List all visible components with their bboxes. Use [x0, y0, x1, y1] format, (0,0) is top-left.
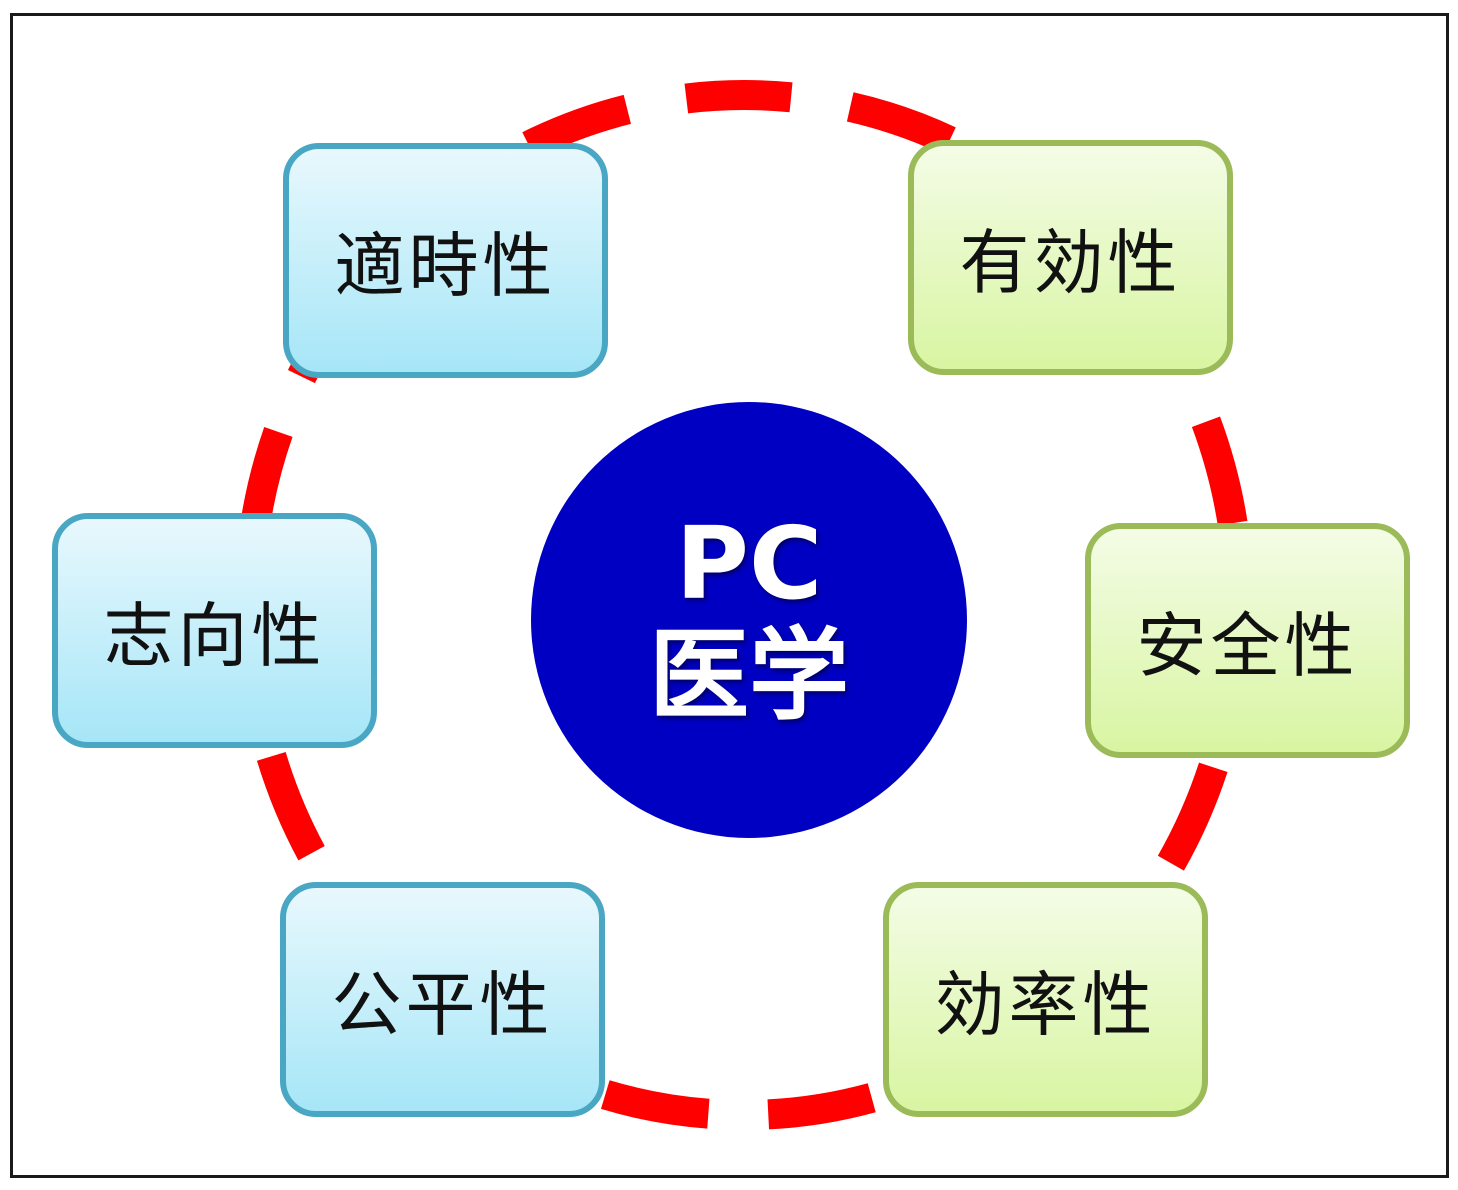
node-equity: 公平性 [280, 882, 605, 1117]
node-orientation: 志向性 [52, 513, 377, 748]
node-timeliness: 適時性 [283, 143, 608, 378]
node-label: 有効性 [959, 222, 1182, 304]
center-circle: PC 医学 [531, 402, 967, 838]
center-title-line2: 医学 [649, 617, 849, 734]
node-safety: 安全性 [1085, 523, 1410, 758]
center-title-line1: PC [675, 505, 823, 622]
node-label: 安全性 [1136, 605, 1359, 687]
node-label: 公平性 [331, 964, 554, 1046]
node-label: 志向性 [103, 595, 326, 677]
node-label: 効率性 [934, 964, 1157, 1046]
node-label: 適時性 [334, 225, 557, 307]
node-efficiency: 効率性 [883, 882, 1208, 1117]
node-effectiveness: 有効性 [908, 140, 1233, 375]
